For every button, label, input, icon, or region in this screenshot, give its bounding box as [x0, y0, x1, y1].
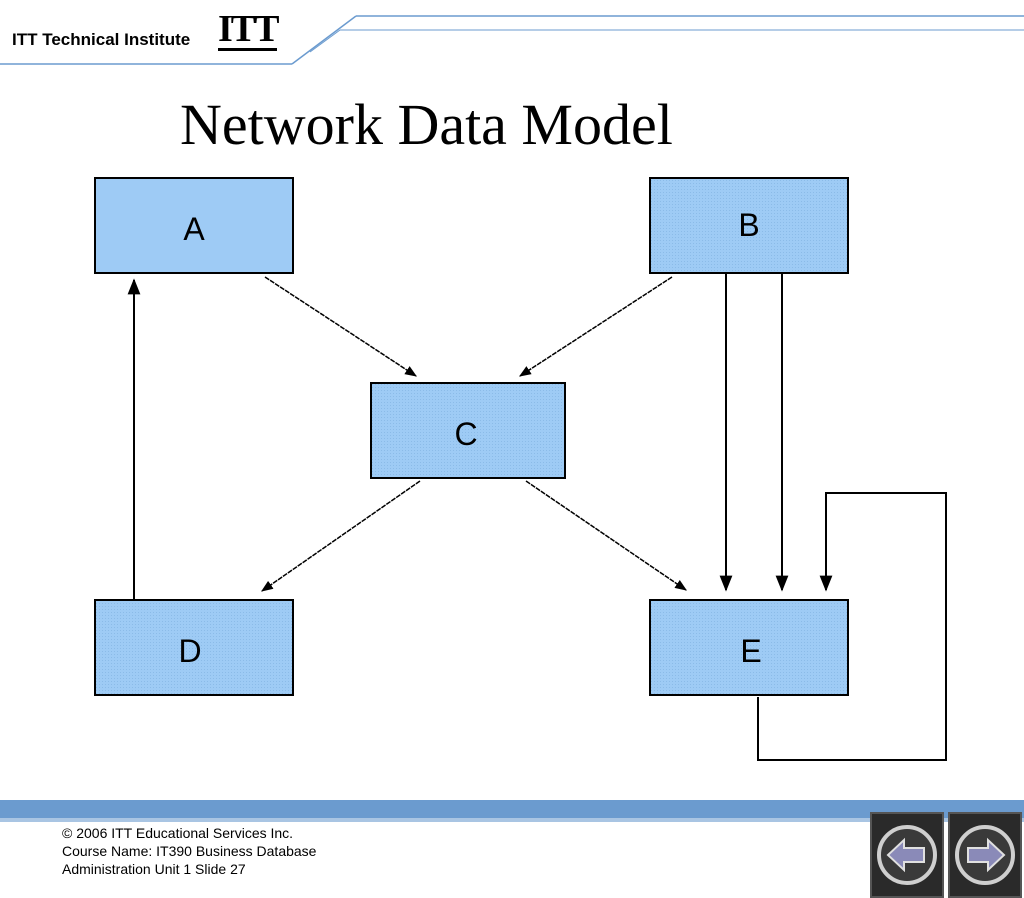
node-c: C [370, 382, 566, 479]
node-b-label: B [738, 207, 759, 243]
node-e-label: E [740, 633, 761, 669]
node-c-label: C [454, 416, 477, 452]
previous-slide-button[interactable] [870, 812, 944, 898]
institute-name: ITT Technical Institute [12, 30, 191, 49]
node-a: A [94, 177, 294, 274]
network-diagram: A B C D E [94, 177, 947, 761]
footer-copyright: © 2006 ITT Educational Services Inc. Cou… [62, 824, 316, 878]
edge-a-c [264, 276, 418, 377]
left-arrow-icon [877, 825, 937, 885]
slide-title: Network Data Model [180, 92, 673, 157]
node-d: D [94, 599, 294, 696]
itt-logo: ITT [218, 8, 280, 51]
node-b: B [649, 177, 849, 274]
footer-line-1: © 2006 ITT Educational Services Inc. [62, 825, 294, 841]
edge-c-e [525, 480, 687, 591]
edge-c-d [261, 480, 421, 592]
footer-line-3: Administration Unit 1 Slide 27 [62, 861, 246, 877]
edge-b-c [518, 276, 673, 377]
node-d-label: D [178, 633, 201, 669]
right-arrow-icon [955, 825, 1015, 885]
edge-e-e-loop [757, 492, 947, 761]
node-a-label: A [183, 211, 205, 247]
next-slide-button[interactable] [948, 812, 1022, 898]
node-e: E [649, 599, 849, 696]
footer-bar [0, 800, 1024, 822]
header-decoration [0, 15, 1024, 65]
footer-line-2: Course Name: IT390 Business Database [62, 843, 317, 859]
